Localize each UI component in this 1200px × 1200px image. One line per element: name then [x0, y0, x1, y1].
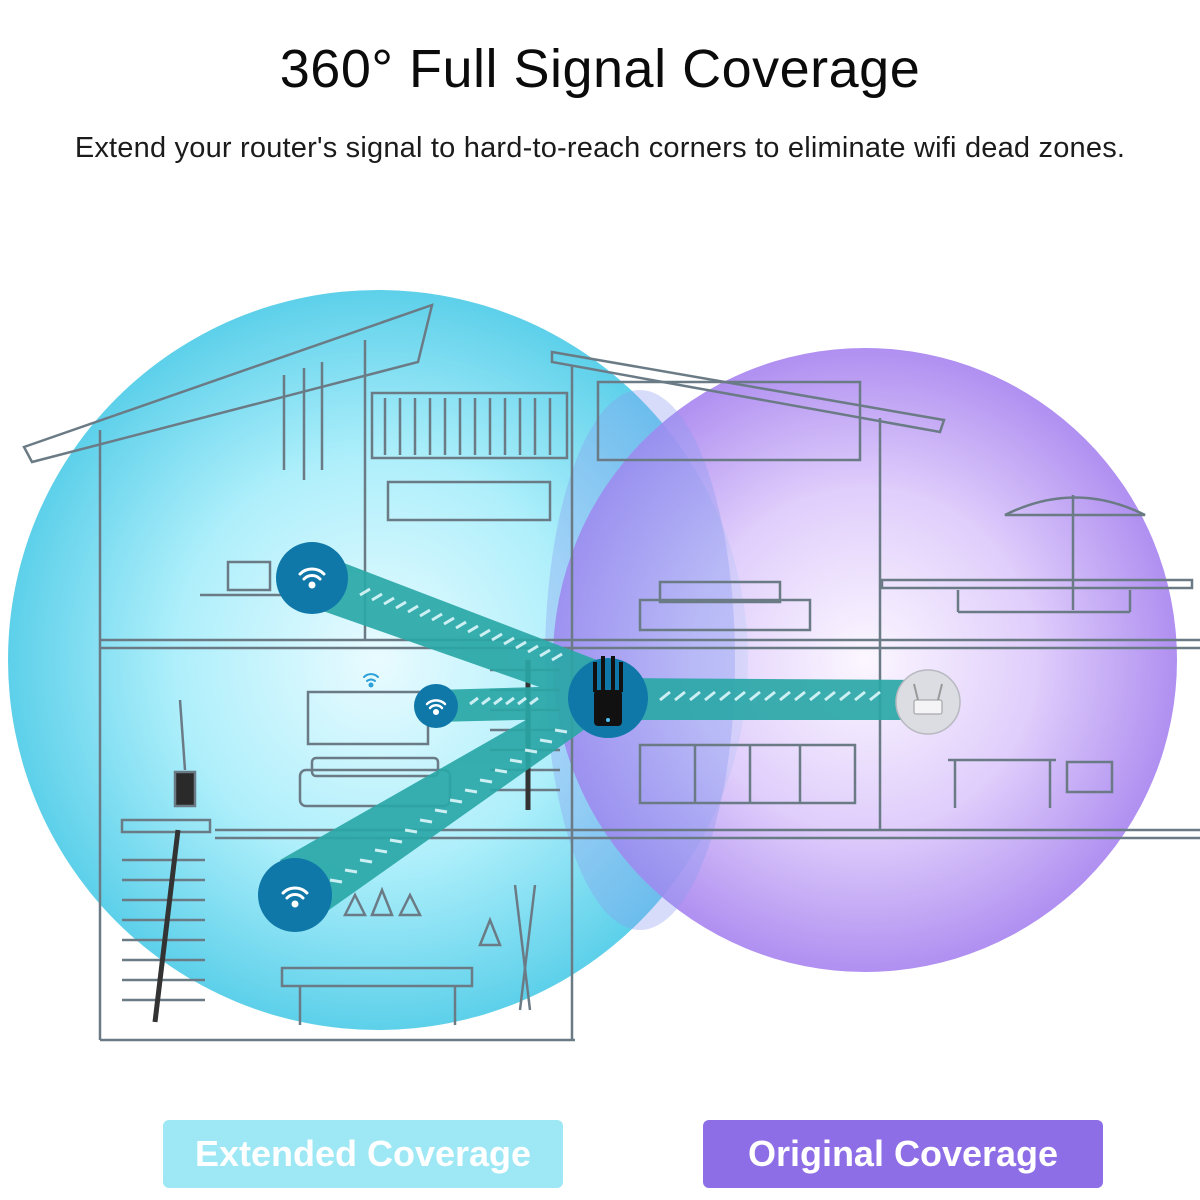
router-icon	[895, 669, 961, 735]
wifi-icon	[281, 886, 309, 908]
page-title: 360° Full Signal Coverage	[279, 39, 921, 99]
wifi-node-upper-left	[276, 542, 348, 614]
wifi-signal-small	[363, 673, 379, 688]
original-coverage-circle	[553, 348, 1177, 972]
wifi-node-middle	[414, 684, 458, 728]
wifi-icon	[298, 567, 326, 589]
wifi-node-lower-left	[258, 858, 332, 932]
extended-coverage-label: Extended Coverage	[163, 1120, 563, 1188]
beam-chevrons	[329, 587, 881, 884]
original-coverage-label: Original Coverage	[703, 1120, 1103, 1188]
extender-icon	[568, 656, 648, 738]
wifi-icon	[425, 699, 447, 716]
extended-coverage-circle	[8, 290, 748, 1030]
page-subtitle: Extend your router's signal to hard-to-r…	[74, 132, 1126, 164]
